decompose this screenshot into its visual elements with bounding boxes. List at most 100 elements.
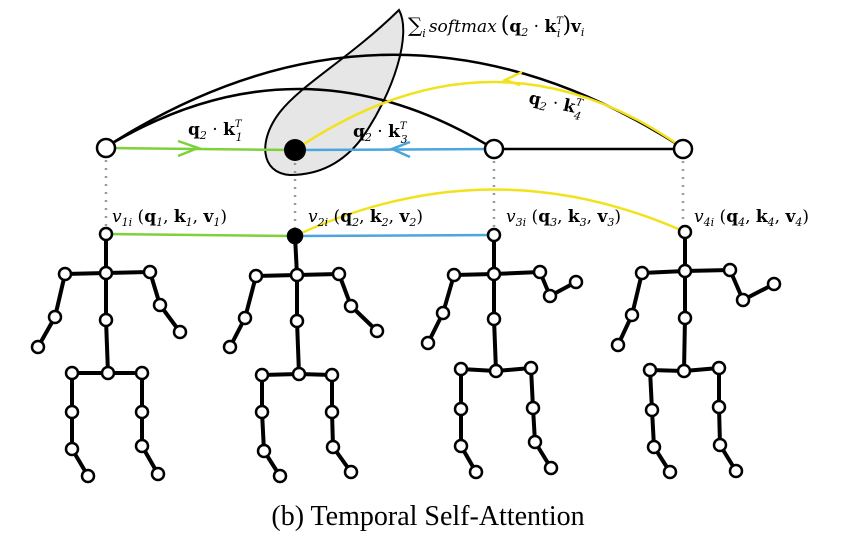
- joint: [676, 363, 692, 379]
- joint: [325, 439, 341, 455]
- arrow-yellow: [501, 70, 523, 87]
- joint: [172, 324, 188, 340]
- joint: [711, 360, 727, 376]
- edge-node1-node2-green: [105, 146, 296, 152]
- joint: [64, 404, 80, 420]
- joint: [662, 464, 678, 480]
- joint: [468, 464, 484, 480]
- frame-node-4: [672, 138, 694, 160]
- joint: [64, 441, 80, 457]
- joint: [542, 288, 558, 304]
- bone: [493, 270, 541, 276]
- joint: [256, 443, 272, 459]
- joint: [610, 337, 626, 353]
- joint: [543, 460, 559, 476]
- joint: [343, 464, 359, 480]
- edge-label-q2-k4: q2 · kT4: [526, 87, 585, 123]
- joint: [453, 401, 469, 417]
- joint: [453, 361, 469, 377]
- joint-edge-green: [105, 232, 296, 238]
- frame-label-4: v4i (q4, k4, v4): [694, 207, 809, 229]
- joint: [324, 367, 340, 383]
- joint: [152, 297, 168, 313]
- joint: [100, 365, 116, 381]
- dotted-connectors: [104, 160, 685, 228]
- joint: [98, 265, 114, 281]
- joint: [677, 263, 693, 279]
- joint: [486, 311, 502, 327]
- joint: [712, 437, 728, 453]
- joint: [677, 310, 693, 326]
- joint: [142, 264, 158, 280]
- joint: [343, 298, 359, 314]
- joint: [30, 339, 46, 355]
- joint: [57, 266, 73, 282]
- attention-shade: [264, 8, 405, 177]
- skeleton-frame-3: [420, 227, 584, 480]
- joint: [711, 399, 727, 415]
- bone: [105, 270, 151, 275]
- bone: [684, 268, 731, 273]
- frame-node-2: [284, 139, 306, 161]
- joint: [98, 226, 114, 242]
- joint: [47, 309, 63, 325]
- joint: [324, 404, 340, 420]
- joint: [735, 292, 751, 308]
- joint: [642, 362, 658, 378]
- joint: [532, 264, 548, 280]
- joint: [80, 468, 96, 484]
- joint: [486, 266, 502, 282]
- arrow-blue: [388, 140, 411, 159]
- joint: [369, 323, 385, 339]
- joint: [134, 365, 150, 381]
- joint: [289, 313, 305, 329]
- joint-arc-yellow: [294, 188, 686, 238]
- joint: [766, 276, 782, 292]
- joint: [331, 266, 347, 282]
- figure-caption: (b) Temporal Self-Attention: [271, 501, 584, 532]
- frame-label-1: v1i (q1, k1, v1): [112, 207, 227, 229]
- frame-label-2: v2i (q2, k2, v2): [308, 207, 423, 229]
- joint: [486, 227, 502, 243]
- joint: [677, 224, 693, 240]
- skeleton-frame-4: [610, 224, 782, 480]
- bone: [295, 320, 301, 375]
- joint: [435, 305, 451, 321]
- joint: [646, 439, 662, 455]
- joint: [446, 267, 462, 283]
- skeletons: [30, 224, 782, 484]
- bone: [492, 318, 498, 372]
- joint: [644, 402, 660, 418]
- frame-label-3: v3i (q3, k3, v3): [506, 207, 621, 229]
- joint: [291, 366, 307, 382]
- joint: [624, 307, 640, 323]
- joint: [289, 267, 305, 283]
- joint: [98, 312, 114, 328]
- joint: [453, 438, 469, 454]
- joint: [254, 367, 270, 383]
- arc-node1-node3: [105, 87, 495, 151]
- joint: [420, 335, 436, 351]
- joint: [525, 400, 541, 416]
- joint: [134, 438, 150, 454]
- joint: [254, 404, 270, 420]
- joint: [237, 310, 253, 326]
- bone: [682, 317, 687, 372]
- joint: [286, 227, 304, 245]
- joint: [150, 466, 166, 482]
- bone: [104, 319, 110, 374]
- joint: [568, 274, 584, 290]
- arc-node2-node4-yellow: [294, 80, 684, 152]
- skeleton-frame-1: [30, 226, 188, 484]
- joint: [728, 463, 744, 479]
- joint: [248, 268, 264, 284]
- frame-node-3: [483, 138, 505, 160]
- bone: [53, 273, 67, 318]
- joint: [222, 339, 238, 355]
- joint: [634, 265, 650, 281]
- joint: [134, 404, 150, 420]
